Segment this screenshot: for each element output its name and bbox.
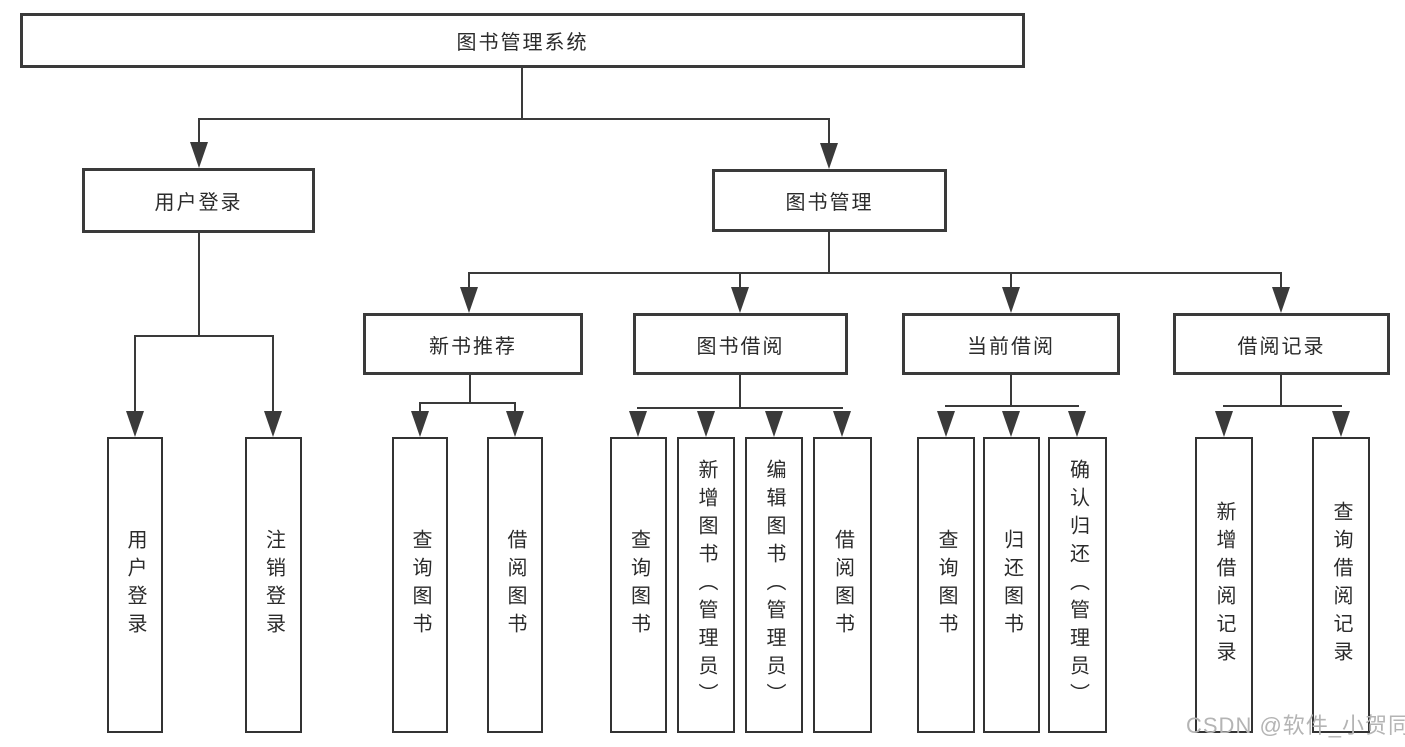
leaf-return-books: 归还图书 [983, 437, 1040, 733]
node-root-library-system: 图书管理系统 [20, 13, 1025, 68]
arrow-down-icon [460, 287, 478, 313]
leaf-borrow-books-recommend: 借阅图书 [487, 437, 543, 733]
node-user-login-label: 用户登录 [154, 192, 243, 214]
connector-stem [272, 335, 274, 420]
connector-stem [514, 402, 516, 416]
arrow-down-icon [126, 411, 144, 437]
leaf-query-borrow-record-label: 查询借阅记录 [1330, 501, 1352, 669]
node-book-management: 图书管理 [712, 169, 947, 232]
arrow-down-icon [697, 411, 715, 437]
node-new-book-recommend: 新书推荐 [363, 313, 583, 375]
leaf-edit-books-admin-label: 编辑图书（管理员） [763, 459, 785, 711]
connector-stem [828, 232, 830, 273]
leaf-query-books-recommend: 查询图书 [392, 437, 448, 733]
connector-stem [134, 335, 136, 420]
leaf-return-books-label: 归还图书 [1000, 529, 1023, 641]
node-user-login: 用户登录 [82, 168, 315, 233]
arrow-down-icon [1332, 411, 1350, 437]
node-borrowing-records: 借阅记录 [1173, 313, 1390, 375]
leaf-borrow-books: 借阅图书 [813, 437, 872, 733]
node-root-label: 图书管理系统 [456, 32, 589, 54]
connector-stem [1010, 375, 1012, 406]
node-current-borrowing-label: 当前借阅 [967, 335, 1055, 358]
arrow-down-icon [731, 287, 749, 313]
leaf-confirm-return-admin: 确认归还（管理员） [1048, 437, 1107, 733]
connector-stem [1280, 375, 1282, 406]
leaf-borrow-books-label: 借阅图书 [831, 529, 854, 641]
connector-branch [134, 335, 274, 337]
connector-stem [468, 272, 470, 294]
connector-root-stem [521, 68, 523, 119]
connector-stem [739, 272, 741, 294]
leaf-query-books-borrowing-label: 查询图书 [627, 529, 650, 641]
leaf-add-borrow-record: 新增借阅记录 [1195, 437, 1253, 733]
arrow-down-icon [1215, 411, 1233, 437]
leaf-query-books-current: 查询图书 [917, 437, 975, 733]
arrow-down-icon [1002, 411, 1020, 437]
leaf-logout: 注销登录 [245, 437, 302, 733]
arrow-down-icon [411, 411, 429, 437]
arrow-down-icon [1068, 411, 1086, 437]
arrow-down-icon [264, 411, 282, 437]
leaf-borrow-books-recommend-label: 借阅图书 [504, 529, 526, 641]
node-current-borrowing: 当前借阅 [902, 313, 1120, 375]
connector-stem [198, 233, 200, 336]
leaf-add-borrow-record-label: 新增借阅记录 [1213, 501, 1235, 669]
arrow-down-icon [820, 143, 838, 169]
connector-branch [468, 272, 1282, 274]
leaf-confirm-return-admin-label: 确认归还（管理员） [1066, 459, 1089, 711]
leaf-logout-label: 注销登录 [262, 529, 285, 641]
leaf-add-books-admin: 新增图书（管理员） [677, 437, 735, 733]
connector-stem [469, 375, 471, 403]
connector-stem [1010, 272, 1012, 294]
leaf-user-login-label: 用户登录 [124, 529, 146, 641]
arrow-down-icon [1272, 287, 1290, 313]
connector-stem [1280, 272, 1282, 294]
node-book-borrowing-label: 图书借阅 [696, 335, 785, 358]
leaf-add-books-admin-label: 新增图书（管理员） [695, 459, 717, 711]
node-book-borrowing: 图书借阅 [633, 313, 848, 375]
arrow-down-icon [1002, 287, 1020, 313]
connector-stem [198, 118, 200, 148]
connector-stem [828, 118, 830, 148]
arrow-down-icon [506, 411, 524, 437]
leaf-edit-books-admin: 编辑图书（管理员） [745, 437, 803, 733]
connector-branch [1223, 405, 1342, 407]
node-borrowing-records-label: 借阅记录 [1237, 335, 1326, 358]
node-new-book-recommend-label: 新书推荐 [429, 335, 517, 358]
connector-stem [419, 402, 421, 416]
connector-root-branch [198, 118, 830, 120]
connector-branch [419, 402, 516, 404]
arrow-down-icon [833, 411, 851, 437]
connector-branch [637, 407, 843, 409]
leaf-query-books-recommend-label: 查询图书 [409, 529, 431, 641]
leaf-query-borrow-record: 查询借阅记录 [1312, 437, 1370, 733]
leaf-user-login: 用户登录 [107, 437, 163, 733]
arrow-down-icon [937, 411, 955, 437]
leaf-query-books-borrowing: 查询图书 [610, 437, 667, 733]
connector-branch [945, 405, 1079, 407]
arrow-down-icon [629, 411, 647, 437]
csdn-watermark: CSDN @软件_小贺同学 [1186, 713, 1405, 738]
arrow-down-icon [765, 411, 783, 437]
node-book-management-label: 图书管理 [785, 192, 874, 214]
arrow-down-icon [190, 142, 208, 168]
connector-stem [739, 375, 741, 408]
leaf-query-books-current-label: 查询图书 [935, 529, 957, 641]
